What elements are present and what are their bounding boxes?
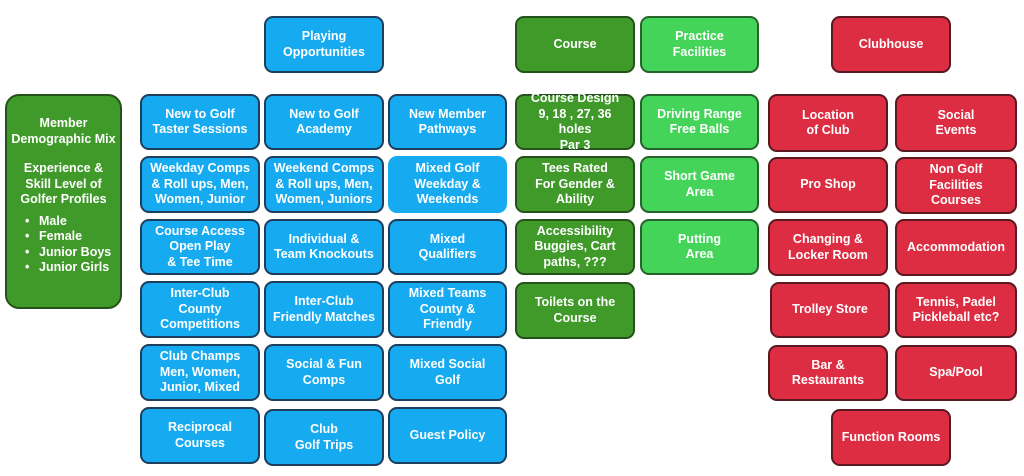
clubhouse-function-rooms: Function Rooms	[831, 409, 951, 466]
playing-item: Social & Fun Comps	[264, 344, 384, 401]
member-subtitle: Experience & Skill Level of Golfer Profi…	[20, 161, 107, 206]
course-item: Toilets on the Course	[515, 282, 635, 339]
playing-item: Mixed Qualifiers	[388, 219, 507, 275]
member-title: Member Demographic Mix	[11, 116, 116, 146]
playing-item: Inter-Club Friendly Matches	[264, 281, 384, 338]
course-item: Course Design 9, 18 , 27, 36 holes Par 3	[515, 91, 635, 152]
course-item: Accessibility Buggies, Cart paths, ???	[515, 219, 635, 275]
playing-item: Club Golf Trips	[264, 409, 384, 466]
clubhouse-item: Bar & Restaurants	[768, 345, 888, 401]
member-bullet: Male	[25, 214, 120, 230]
playing-item: Individual & Team Knockouts	[264, 219, 384, 275]
clubhouse-item: Tennis, Padel Pickleball etc?	[895, 282, 1017, 338]
playing-item: Weekday Comps & Roll ups, Men, Women, Ju…	[140, 156, 260, 213]
header-playing-opportunities: Playing Opportunities	[264, 16, 384, 73]
playing-item: Inter-Club County Competitions	[140, 281, 260, 338]
playing-item: Mixed Social Golf	[388, 344, 507, 401]
member-bullet: Junior Girls	[25, 260, 120, 276]
member-bullet-list: Male Female Junior Boys Junior Girls	[7, 214, 120, 276]
member-demographic-box: Member Demographic Mix Experience & Skil…	[5, 94, 122, 309]
clubhouse-item: Pro Shop	[768, 157, 888, 213]
playing-item: Guest Policy	[388, 407, 507, 464]
header-course: Course	[515, 16, 635, 73]
practice-item: Short Game Area	[640, 156, 759, 213]
playing-item: New to Golf Academy	[264, 94, 384, 150]
header-practice-facilities: Practice Facilities	[640, 16, 759, 73]
playing-item: Weekend Comps & Roll ups, Men, Women, Ju…	[264, 156, 384, 213]
playing-item: Mixed Teams County & Friendly	[388, 281, 507, 338]
practice-item: Putting Area	[640, 219, 759, 275]
member-bullet: Female	[25, 229, 120, 245]
member-bullet: Junior Boys	[25, 245, 120, 261]
playing-item: Course Access Open Play & Tee Time	[140, 219, 260, 275]
clubhouse-item: Social Events	[895, 94, 1017, 152]
clubhouse-item: Non Golf Facilities Courses	[895, 157, 1017, 214]
clubhouse-item: Trolley Store	[770, 282, 890, 338]
header-clubhouse: Clubhouse	[831, 16, 951, 73]
playing-item: Club Champs Men, Women, Junior, Mixed	[140, 344, 260, 401]
clubhouse-item: Location of Club	[768, 94, 888, 152]
practice-item: Driving Range Free Balls	[640, 94, 759, 150]
playing-item: New to Golf Taster Sessions	[140, 94, 260, 150]
clubhouse-item: Changing & Locker Room	[768, 219, 888, 276]
playing-item: New Member Pathways	[388, 94, 507, 150]
playing-item: Reciprocal Courses	[140, 407, 260, 464]
clubhouse-item: Accommodation	[895, 219, 1017, 276]
playing-item: Mixed Golf Weekday & Weekends	[388, 156, 507, 213]
course-item: Tees Rated For Gender & Ability	[515, 156, 635, 213]
clubhouse-item: Spa/Pool	[895, 345, 1017, 401]
